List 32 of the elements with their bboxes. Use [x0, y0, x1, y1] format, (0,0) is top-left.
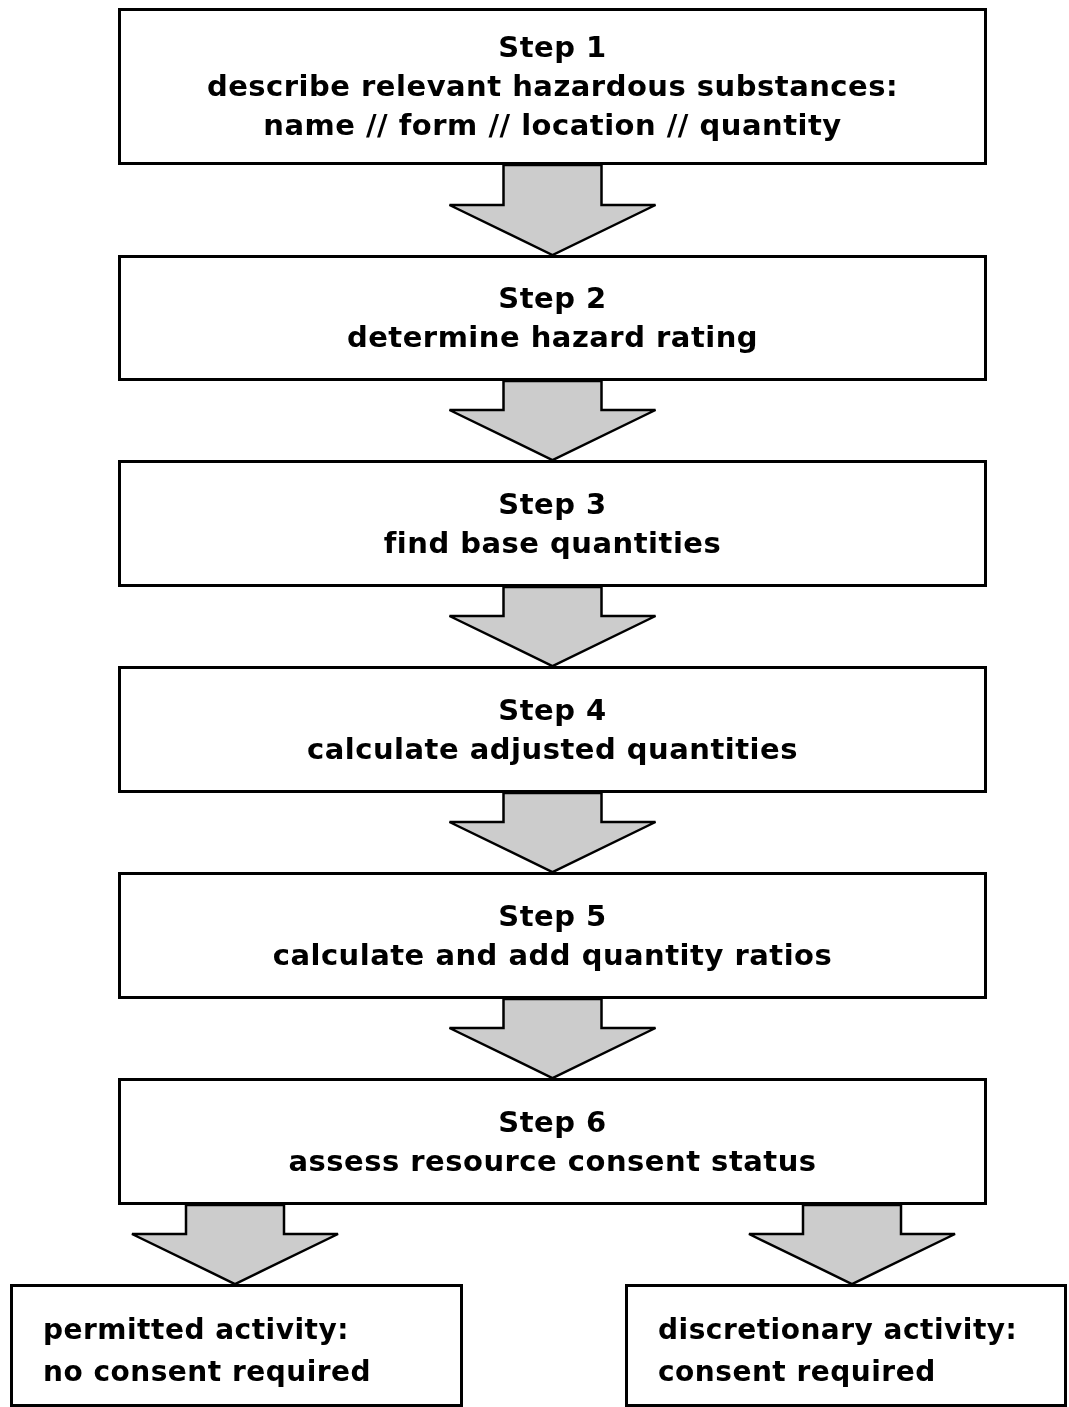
box-text: determine hazard rating [346, 319, 759, 356]
block-arrow [448, 379, 657, 462]
step-heading: Step 3 [498, 485, 607, 523]
block-arrow [448, 163, 657, 257]
step-heading: Step 5 [498, 897, 607, 935]
outcome-box [10, 1284, 463, 1407]
block-arrow [448, 791, 657, 874]
box-text: permitted activity: [43, 1312, 349, 1348]
box-text: calculate adjusted quantities [307, 730, 798, 768]
process-box [118, 8, 987, 165]
block-arrow [448, 585, 657, 668]
block-arrow [130, 1203, 340, 1286]
process-box [118, 1078, 987, 1205]
box-text: assess resource consent status [288, 1142, 817, 1180]
process-box [118, 666, 987, 793]
box-text: no consent required [43, 1354, 372, 1390]
process-box [118, 460, 987, 587]
step-heading: Step 4 [498, 691, 607, 729]
step-heading: Step 1 [498, 29, 607, 66]
process-box [118, 872, 987, 999]
block-arrow [448, 997, 657, 1080]
step-heading: Step 6 [498, 1103, 607, 1141]
box-text: calculate and add quantity ratios [272, 936, 833, 974]
box-text: describe relevant hazardous substances: [206, 68, 899, 105]
block-arrow [747, 1203, 957, 1286]
box-text: find base quantities [383, 524, 722, 562]
box-text: name // form // location // quantity [263, 107, 842, 144]
box-text: consent required [658, 1354, 936, 1390]
outcome-box [625, 1284, 1067, 1407]
process-box [118, 255, 987, 381]
step-heading: Step 2 [498, 280, 607, 317]
box-text: discretionary activity: [658, 1312, 1018, 1348]
